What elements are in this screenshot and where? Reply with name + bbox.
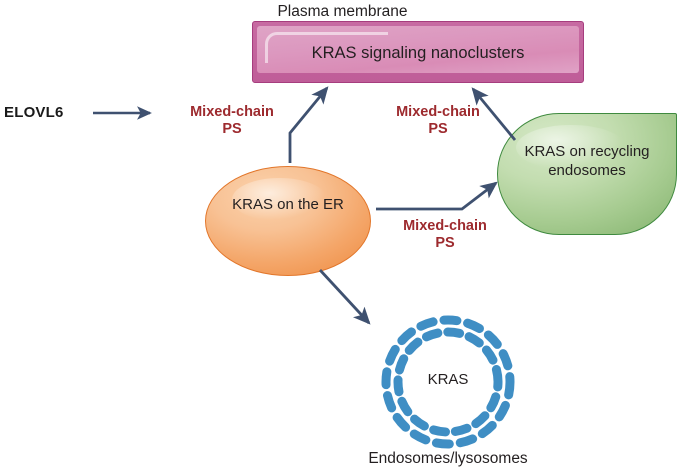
arrow-er-to-lysosome (318, 269, 371, 325)
lysosome-kras-label: KRAS (427, 371, 469, 388)
mixed-chain-ps-label-left: Mixed-chain PS (190, 104, 274, 138)
mixed-chain-ps-label-middle: Mixed-chain PS (403, 218, 487, 252)
plasma-membrane-bar: KRAS signaling nanoclusters (252, 21, 584, 83)
er-compartment: KRAS on the ER (205, 166, 371, 276)
plasma-membrane-caption: Plasma membrane (277, 3, 408, 20)
er-label: KRAS on the ER (232, 196, 344, 213)
kras-nanoclusters-label: KRAS signaling nanoclusters (311, 44, 525, 62)
mixed-chain-ps-label-right: Mixed-chain PS (396, 104, 480, 138)
recycling-endosome-compartment: KRAS on recycling endosomes (497, 113, 677, 235)
arrow-er-to-recycling-endosome (376, 181, 498, 211)
lysosome-caption: Endosomes/lysosomes (368, 450, 528, 467)
recycling-endosome-label: KRAS on recycling endosomes (524, 143, 650, 180)
elovl6-label: ELOVL6 (4, 104, 64, 121)
plasma-membrane-inner-fill: KRAS signaling nanoclusters (257, 26, 579, 73)
